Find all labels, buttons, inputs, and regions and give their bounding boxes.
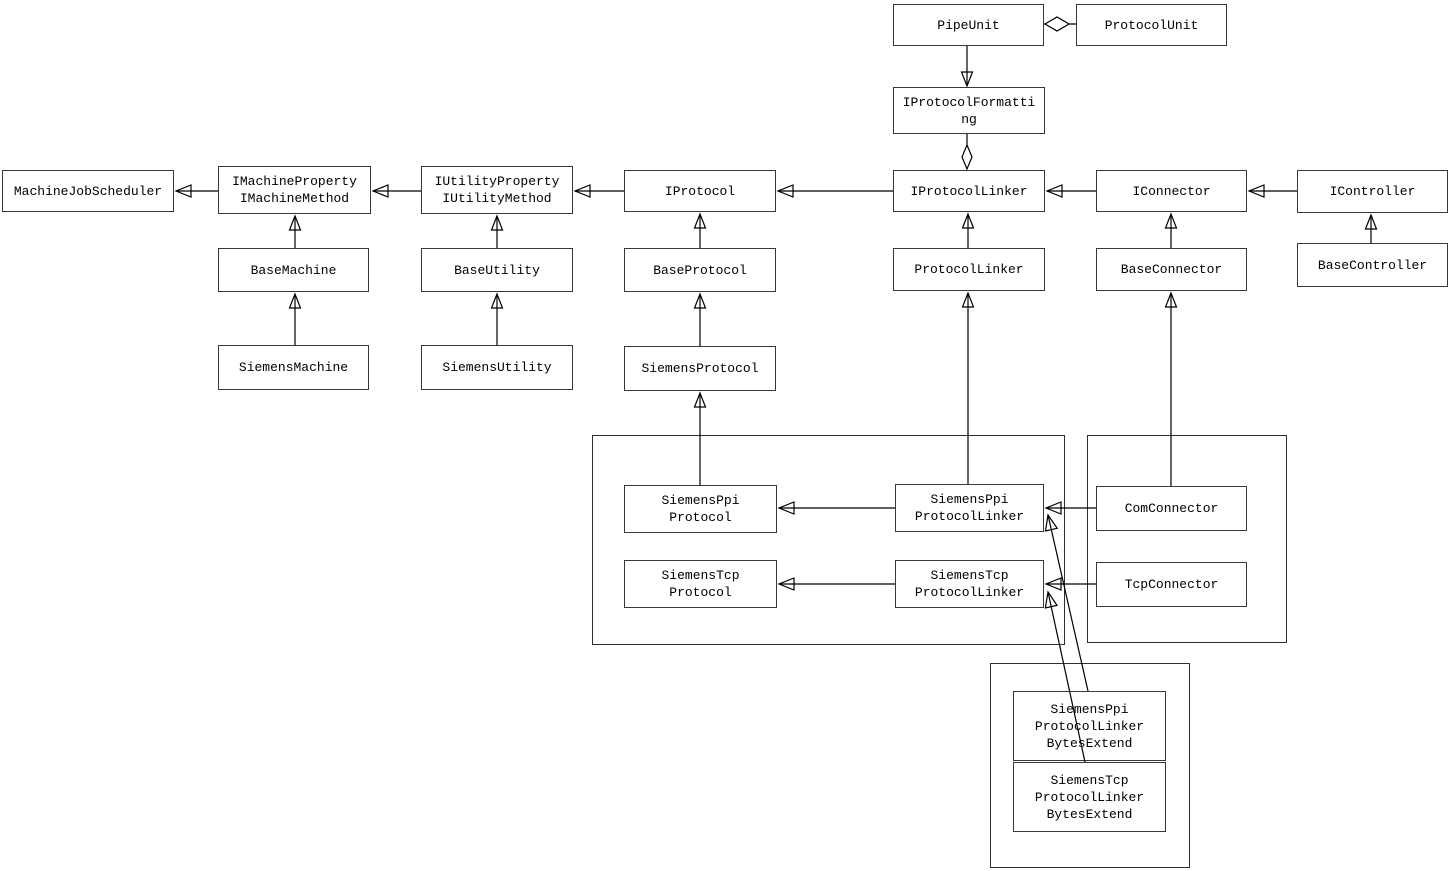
class-box-base-machine[interactable]: BaseMachine	[218, 248, 369, 292]
class-label: BaseUtility	[454, 262, 540, 278]
class-label: SiemensTcp Protocol	[661, 568, 740, 600]
class-label: MachineJobScheduler	[13, 183, 163, 199]
class-box-siemens-tcp-protocol-linker-bytes-extend[interactable]: SiemensTcp ProtocolLinker BytesExtend	[1013, 762, 1166, 832]
class-label: SiemensUtility	[442, 360, 552, 375]
class-box-siemens-protocol[interactable]: SiemensProtocol	[624, 346, 776, 391]
class-label: PipeUnit	[937, 17, 1000, 33]
class-box-tcp-connector[interactable]: TcpConnector	[1096, 562, 1247, 607]
class-label: IProtocolFormatti ng	[902, 94, 1036, 127]
class-box-siemens-ppi-protocol-linker[interactable]: SiemensPpi ProtocolLinker	[895, 484, 1044, 532]
class-label: SiemensProtocol	[641, 361, 759, 376]
class-label: IController	[1329, 184, 1416, 199]
class-box-iutility-property[interactable]: IUtilityProperty IUtilityMethod	[421, 166, 573, 214]
class-box-siemens-utility[interactable]: SiemensUtility	[421, 345, 573, 390]
class-box-iprotocol[interactable]: IProtocol	[624, 170, 776, 212]
class-label: ComConnector	[1124, 501, 1219, 516]
class-box-siemens-ppi-protocol-linker-bytes-extend[interactable]: SiemensPpi ProtocolLinker BytesExtend	[1013, 691, 1166, 761]
class-label: SiemensPpi ProtocolLinker BytesExtend	[1034, 701, 1145, 751]
class-label: SiemensPpi ProtocolLinker	[914, 492, 1025, 524]
class-box-machine-job-scheduler[interactable]: MachineJobScheduler	[2, 170, 174, 212]
class-box-iprotocol-linker[interactable]: IProtocolLinker	[893, 170, 1045, 212]
group-connectors	[1087, 435, 1287, 643]
class-label: BaseConnector	[1120, 262, 1223, 277]
class-box-siemens-tcp-protocol[interactable]: SiemensTcp Protocol	[624, 560, 777, 608]
aggregation-diamond-iprotocollinker	[961, 143, 973, 171]
class-box-base-protocol[interactable]: BaseProtocol	[624, 248, 776, 292]
class-box-com-connector[interactable]: ComConnector	[1096, 486, 1247, 531]
class-label: IConnector	[1132, 183, 1211, 199]
class-box-base-connector[interactable]: BaseConnector	[1096, 248, 1247, 291]
class-label: IUtilityProperty IUtilityMethod	[434, 174, 560, 206]
class-box-protocol-unit[interactable]: ProtocolUnit	[1076, 4, 1227, 46]
class-label: ProtocolUnit	[1104, 17, 1199, 33]
group-bytes-extend	[990, 663, 1190, 868]
class-box-protocol-linker[interactable]: ProtocolLinker	[893, 248, 1045, 291]
class-label: SiemensPpi Protocol	[661, 493, 740, 525]
class-label: BaseMachine	[250, 262, 337, 278]
class-label: BaseProtocol	[653, 262, 747, 278]
class-box-siemens-machine[interactable]: SiemensMachine	[218, 345, 369, 390]
class-box-pipe-unit[interactable]: PipeUnit	[893, 4, 1044, 46]
class-box-icontroller[interactable]: IController	[1297, 170, 1448, 213]
class-box-imachine-property[interactable]: IMachineProperty IMachineMethod	[218, 166, 371, 214]
class-box-siemens-tcp-protocol-linker[interactable]: SiemensTcp ProtocolLinker	[895, 560, 1044, 608]
aggregation-diamond-pipeunit	[1043, 16, 1071, 32]
class-label: IMachineProperty IMachineMethod	[232, 174, 357, 206]
class-label: SiemensTcp ProtocolLinker BytesExtend	[1034, 772, 1145, 822]
class-box-iprotocol-formatting[interactable]: IProtocolFormatti ng	[893, 87, 1045, 134]
class-box-base-controller[interactable]: BaseController	[1297, 243, 1448, 287]
group-siemens-protocol-linkers	[592, 435, 1065, 645]
class-label: TcpConnector	[1124, 577, 1219, 592]
class-box-siemens-ppi-protocol[interactable]: SiemensPpi Protocol	[624, 485, 777, 533]
class-label: IProtocolLinker	[910, 183, 1028, 199]
class-label: BaseController	[1317, 257, 1428, 273]
class-label: SiemensMachine	[238, 360, 349, 375]
class-box-base-utility[interactable]: BaseUtility	[421, 248, 573, 292]
class-label: SiemensTcp ProtocolLinker	[914, 568, 1025, 600]
class-label: IProtocol	[664, 183, 736, 199]
class-label: ProtocolLinker	[914, 262, 1024, 277]
class-box-iconnector[interactable]: IConnector	[1096, 170, 1247, 212]
